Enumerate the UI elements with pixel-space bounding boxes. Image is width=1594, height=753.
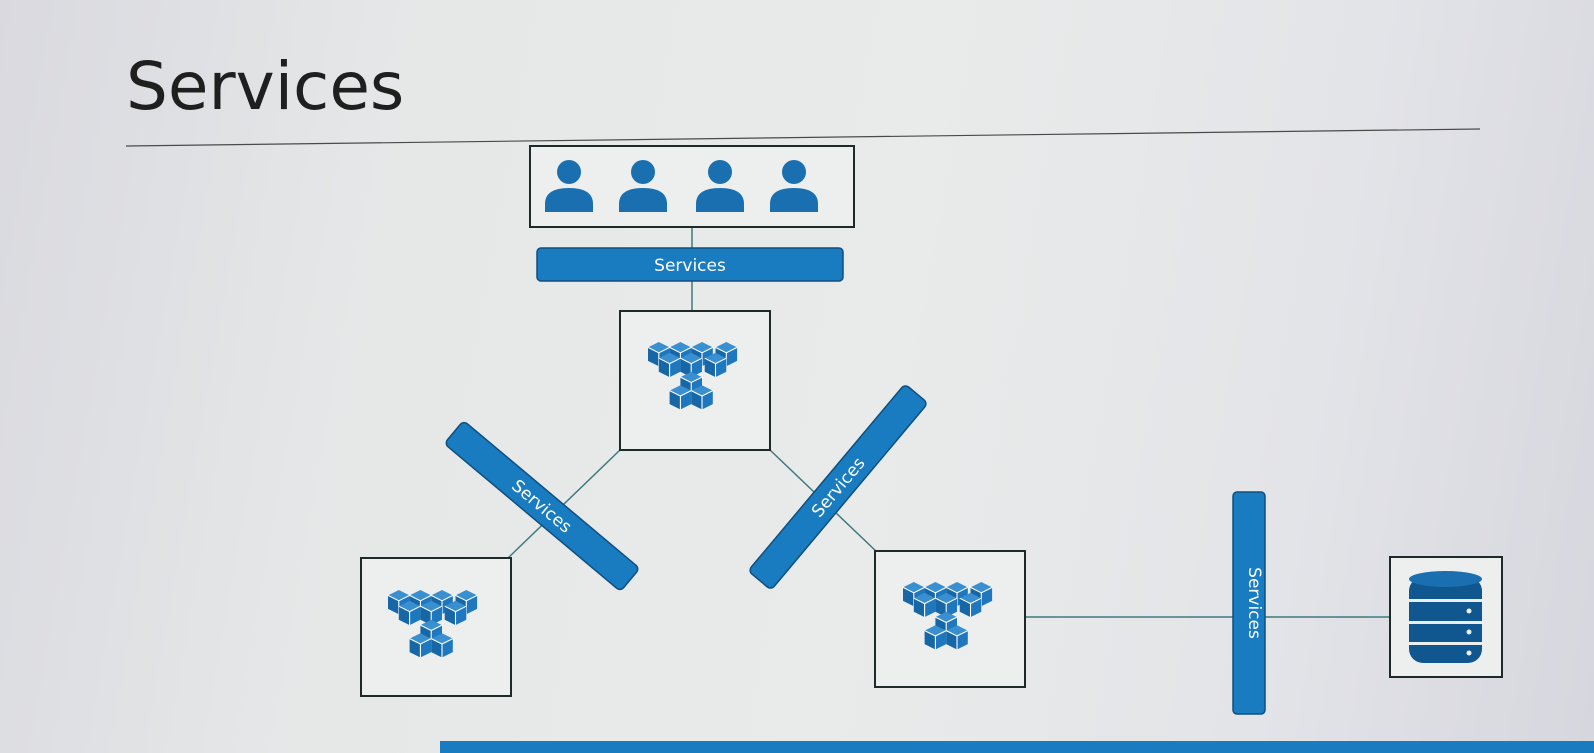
service-bar-db: Services [1232, 491, 1266, 715]
users-box [529, 145, 855, 228]
title-underline [125, 128, 1481, 147]
database-icon [1409, 571, 1482, 663]
microservice-box-right [874, 550, 1026, 688]
service-bar-top: Services [536, 247, 844, 282]
slide-title: Services [126, 48, 405, 125]
service-bar-top-label: Services [654, 256, 726, 276]
bottom-accent-strip [440, 741, 1594, 753]
microservice-box-left [360, 557, 512, 697]
service-bar-db-label: Services [1244, 567, 1264, 639]
database-box [1389, 556, 1503, 678]
microservice-box-center [619, 310, 771, 451]
